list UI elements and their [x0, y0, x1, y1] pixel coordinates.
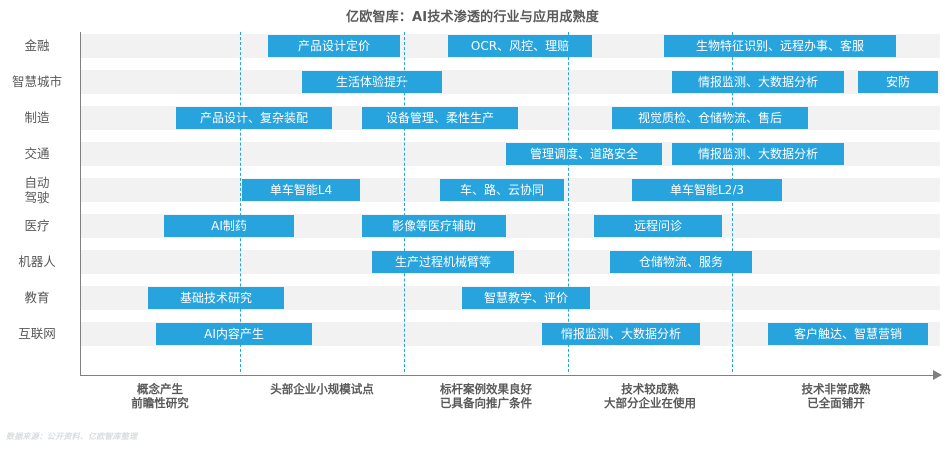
category-label-line1: 自动: [24, 175, 50, 190]
category-label-智慧城市: 智慧城市: [11, 74, 62, 89]
y-axis-line: [80, 32, 81, 376]
category-label-医疗: 医疗: [24, 218, 50, 233]
stage-label-line2: 大部分企业在使用: [604, 396, 696, 410]
application-box[interactable]: 智慧教学、评价: [462, 287, 590, 309]
application-box[interactable]: 情报监测、大数据分析: [672, 143, 844, 165]
application-box[interactable]: 客户触达、智慧营销: [768, 323, 928, 345]
stage-divider-2: [404, 32, 405, 372]
stage-label-2: 头部企业小规模试点: [240, 382, 404, 396]
category-label-教育: 教育: [24, 290, 50, 305]
application-box[interactable]: 单车智能L4: [242, 179, 360, 201]
category-label-制造: 制造: [24, 110, 50, 125]
application-box[interactable]: AI内容产生: [156, 323, 312, 345]
x-axis-arrow-icon: [933, 370, 942, 380]
application-box[interactable]: 基础技术研究: [148, 287, 284, 309]
page-title: 亿欧智库：AI技术渗透的行业与应用成熟度: [346, 10, 599, 25]
stage-label-line1: 标杆案例效果良好: [440, 382, 532, 396]
stage-divider-1: [240, 32, 241, 372]
application-box[interactable]: 生活体验提升: [302, 71, 442, 93]
stage-label-5: 技术非常成熟已全面铺开: [732, 382, 940, 410]
stage-label-line2: 前瞻性研究: [131, 396, 189, 410]
category-label-line2: 驾驶: [24, 190, 50, 205]
stage-label-line1: 概念产生: [137, 382, 183, 396]
stage-label-line2: 已具备向推广条件: [440, 396, 532, 410]
application-box[interactable]: OCR、风控、理赔: [448, 35, 592, 57]
stage-label-3: 标杆案例效果良好已具备向推广条件: [404, 382, 568, 410]
application-box[interactable]: 设备管理、柔性生产: [362, 107, 518, 129]
application-box[interactable]: 产品设计定价: [268, 35, 400, 57]
application-box[interactable]: 安防: [858, 71, 938, 93]
application-box[interactable]: 管理调度、道路安全: [506, 143, 662, 165]
category-label-交通: 交通: [24, 146, 50, 161]
application-box[interactable]: 仓储物流、服务: [610, 251, 752, 273]
category-label-互联网: 互联网: [18, 326, 56, 341]
application-box[interactable]: 影像等医疗辅助: [362, 215, 506, 237]
application-box[interactable]: 车、路、云协同: [440, 179, 564, 201]
stage-label-line2: 已全面铺开: [807, 396, 865, 410]
application-box[interactable]: 远程问诊: [594, 215, 722, 237]
stage-label-4: 技术较成熟大部分企业在使用: [568, 382, 732, 410]
stage-divider-4: [732, 32, 733, 372]
category-label-机器人: 机器人: [18, 254, 56, 269]
application-box[interactable]: AI制药: [164, 215, 294, 237]
stage-label-line1: 技术非常成熟: [801, 382, 871, 396]
application-box[interactable]: 生物特征识别、远程办事、客服: [664, 35, 896, 57]
category-label-金融: 金融: [24, 38, 50, 53]
stage-divider-3: [568, 32, 569, 372]
stage-label-line1: 技术较成熟: [621, 382, 679, 396]
source-note: 数据来源：公开资料、亿欧智库整理: [6, 432, 138, 441]
stage-label-line1: 头部企业小规模试点: [270, 382, 374, 396]
application-box[interactable]: 产品设计、复杂装配: [176, 107, 332, 129]
application-box[interactable]: 情报监测、大数据分析: [542, 323, 700, 345]
application-box[interactable]: 视觉质检、仓储物流、售后: [612, 107, 808, 129]
application-box[interactable]: 情报监测、大数据分析: [672, 71, 844, 93]
x-axis-line: [80, 375, 935, 376]
application-box[interactable]: 生产过程机械臂等: [372, 251, 514, 273]
category-label-自动驾驶: 自动驾驶: [0, 175, 74, 205]
stage-label-1: 概念产生前瞻性研究: [80, 382, 240, 410]
application-box[interactable]: 单车智能L2/3: [632, 179, 782, 201]
